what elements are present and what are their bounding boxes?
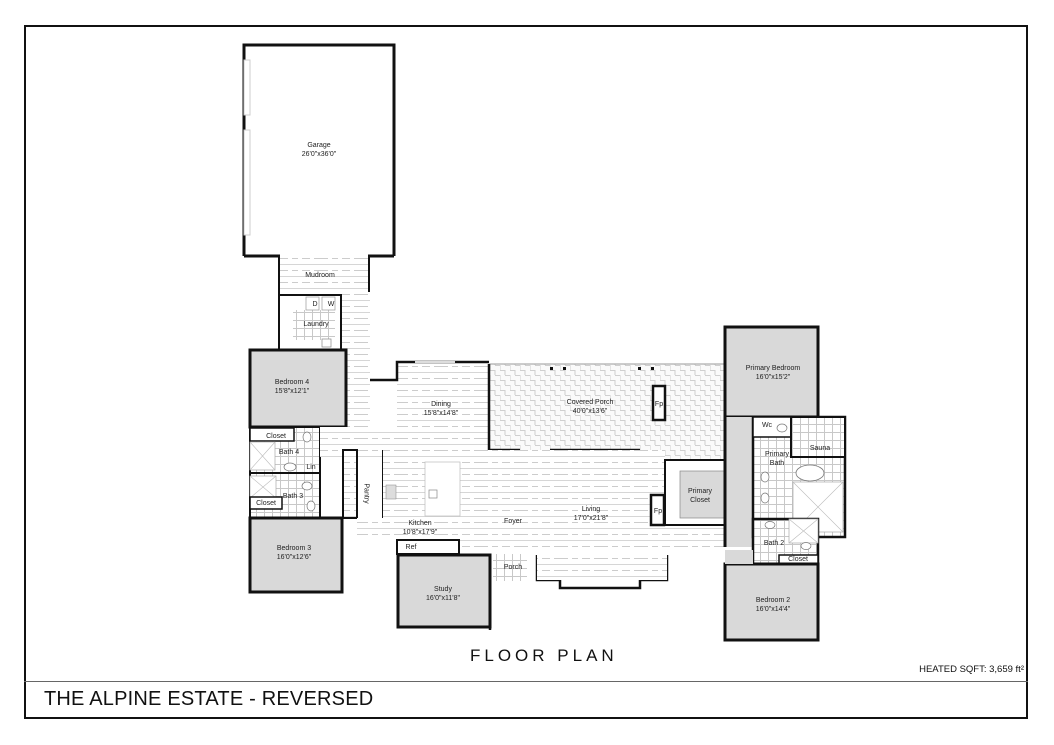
room-label-bath-2: Bath 2 — [763, 540, 785, 547]
room-label-closet-b4: Closet — [266, 433, 286, 440]
room-label-mudroom: Mudroom — [305, 272, 335, 279]
room-label-ref: Ref — [405, 544, 417, 551]
room-label-bath-4: Bath 4 — [278, 449, 300, 456]
sheet-border — [24, 25, 1028, 719]
heated-sqft-label: HEATED SQFT: 3,659 ft² — [919, 664, 1024, 675]
appliance-washer-label: W — [327, 301, 335, 308]
fireplace-porch-label: Fp — [654, 401, 664, 408]
floor-plan-heading: FLOOR PLAN — [470, 646, 618, 665]
title-block-divider — [24, 681, 1028, 682]
room-label-linen: Lin — [306, 464, 316, 471]
room-label-sauna: Sauna — [809, 445, 831, 452]
room-label-pantry: Pantry — [362, 483, 370, 504]
room-label-foyer: Foyer — [504, 518, 522, 525]
appliance-dryer-label: D — [312, 301, 318, 308]
room-label-wc: Wc — [761, 422, 773, 429]
room-label-porch: Porch — [503, 564, 523, 571]
room-label-laundry: Laundry — [303, 321, 329, 328]
fireplace-living-label: Fp — [653, 508, 663, 515]
room-label-closet-b2: Closet — [788, 556, 808, 563]
plan-title: THE ALPINE ESTATE - REVERSED — [44, 688, 374, 710]
garage — [242, 43, 396, 258]
room-label-bath-3: Bath 3 — [282, 493, 304, 500]
room-label-closet-b3: Closet — [256, 500, 276, 507]
